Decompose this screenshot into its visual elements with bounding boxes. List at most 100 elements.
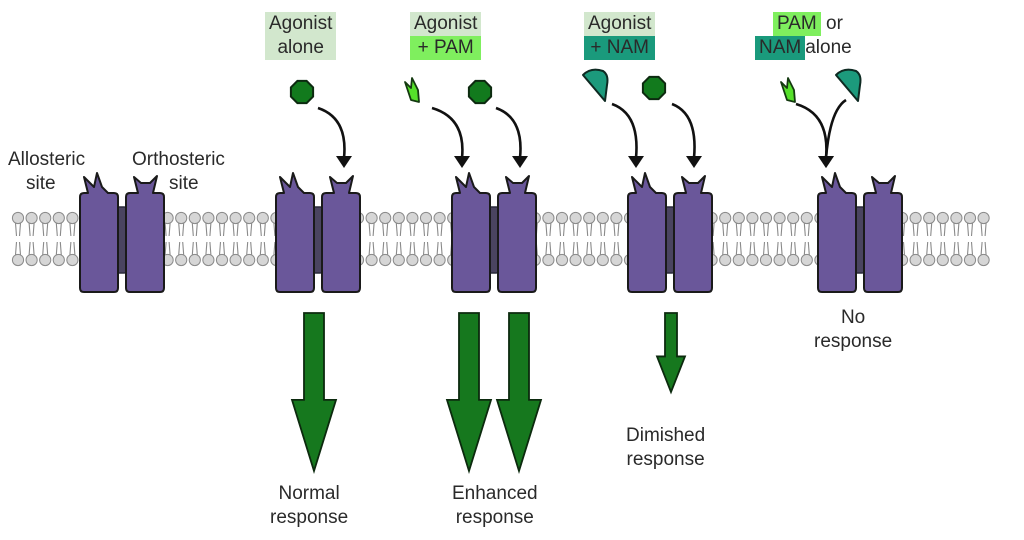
lipid-head (202, 253, 215, 267)
agonist-ligand (641, 75, 667, 101)
agonist-ligand (289, 79, 315, 105)
binding-arrow (795, 102, 828, 159)
lipid-head (950, 253, 963, 267)
lipid-head (800, 211, 813, 225)
lipid-head (542, 211, 555, 225)
orthosteric-label-line1: Orthosteric (132, 149, 225, 170)
lipid-head (909, 211, 922, 225)
response-label-enhanced: Enhanced response (452, 482, 538, 530)
scenario-title-agonist-plus-pam: Agonist + PAM (410, 12, 482, 60)
binding-arrows (317, 98, 847, 168)
lipid (800, 211, 813, 267)
binding-arrow-head (628, 156, 644, 168)
lipid (787, 211, 800, 267)
nam-ligand (835, 68, 862, 102)
response-line2: response (270, 507, 349, 528)
lipid-head (419, 253, 433, 267)
orthosteric-subunit (125, 175, 165, 293)
lipid-head (433, 211, 446, 225)
lipid-head (39, 211, 52, 225)
lipid-head (188, 211, 201, 225)
lipid-head (25, 211, 38, 225)
lipid (759, 211, 773, 267)
lipid-head (419, 211, 433, 225)
response-line2: response (626, 449, 705, 470)
response-label-diminished: Dimished response (626, 424, 705, 472)
receptor-dimer (275, 172, 361, 293)
lipid-head (379, 253, 392, 267)
lipid-head (923, 211, 936, 225)
lipid-head (39, 253, 52, 267)
ligands (289, 68, 862, 105)
binding-arrow (495, 106, 522, 159)
receptor-dimer (451, 172, 537, 293)
lipid (583, 211, 596, 267)
binding-arrow (611, 102, 638, 159)
title-alone: alone (805, 37, 852, 58)
response-arrow-enhanced (495, 312, 543, 475)
lipid-head (787, 253, 800, 267)
response-line1: Normal (278, 483, 340, 504)
lipid-head (746, 253, 759, 267)
orthosteric-subunit (673, 175, 713, 293)
lipid (188, 211, 201, 267)
binding-arrow (671, 102, 696, 159)
scenario-title-agonist-plus-nam: Agonist + NAM (584, 12, 656, 60)
lipid-head (936, 253, 949, 267)
orthosteric-label-line2: site (169, 173, 199, 194)
orthosteric-subunit (497, 175, 537, 293)
lipid (202, 211, 215, 267)
response-arrow-enhanced (445, 312, 493, 475)
lipid-head (773, 253, 786, 267)
lipid-head (229, 253, 242, 267)
binding-arrow-head (336, 156, 352, 168)
lipid (596, 211, 609, 267)
binding-arrow-head (454, 156, 470, 168)
lipid (52, 211, 65, 267)
lipid-head (977, 253, 990, 267)
lipid (392, 211, 405, 267)
lipid (419, 211, 433, 267)
lipid-head (379, 211, 392, 225)
lipid-head (202, 211, 215, 225)
lipid-head (596, 253, 609, 267)
lipid-head (787, 211, 800, 225)
lipid-head (746, 211, 759, 225)
lipid-head (977, 211, 990, 225)
lipid-head (583, 253, 596, 267)
allosteric-subunit (79, 172, 119, 293)
lipid (379, 211, 392, 267)
receptor-dimer (79, 172, 165, 293)
allosteric-site-label: Allosteric site (8, 148, 85, 196)
lipid (11, 211, 25, 267)
title-or: or (826, 13, 843, 34)
lipid-head (936, 211, 949, 225)
lipid-head (229, 211, 242, 225)
lipid (963, 211, 977, 267)
lipid-head (215, 211, 229, 225)
receptors (79, 172, 903, 293)
response-label-normal: Normal response (270, 482, 348, 530)
binding-arrow (431, 106, 464, 159)
lipid-head (963, 211, 977, 225)
allosteric-subunit (275, 172, 315, 293)
lipid-head (406, 211, 419, 225)
lipid-head (66, 253, 79, 267)
lipid (25, 211, 38, 267)
binding-arrow-head (686, 156, 702, 168)
lipid-head (175, 253, 188, 267)
lipid-head (243, 211, 256, 225)
lipid-head (256, 253, 269, 267)
lipid-head (365, 211, 378, 225)
lipid (610, 211, 623, 267)
lipid-head (610, 253, 623, 267)
lipid (936, 211, 949, 267)
lipid (243, 211, 256, 267)
lipid (433, 211, 446, 267)
nam-ligand (582, 68, 609, 102)
lipid-head (963, 253, 977, 267)
title-pam: PAM (773, 12, 821, 36)
lipid-head (909, 253, 922, 267)
lipid-head (732, 253, 745, 267)
